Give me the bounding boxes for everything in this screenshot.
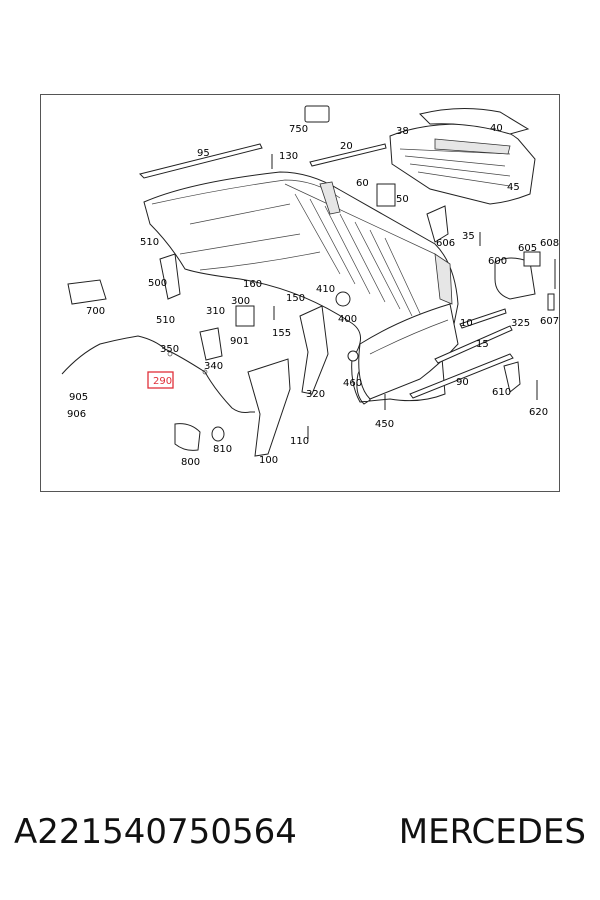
highlight-box	[147, 371, 174, 389]
part-600	[494, 257, 536, 300]
callout-90[interactable]: 90	[456, 377, 469, 388]
callout-150[interactable]: 150	[286, 293, 305, 304]
part-810	[211, 426, 225, 442]
callout-155[interactable]: 155	[272, 328, 291, 339]
brand-name: MERCEDES	[398, 812, 586, 852]
callout-606[interactable]: 606	[436, 238, 455, 249]
part-50	[376, 183, 396, 207]
callout-460[interactable]: 460	[343, 378, 362, 389]
part-606	[426, 205, 449, 243]
part-460	[347, 350, 359, 362]
bumper-shell	[143, 171, 459, 405]
callout-600[interactable]: 600	[488, 256, 507, 267]
part-800	[174, 423, 201, 451]
callout-607[interactable]: 607	[540, 316, 559, 327]
callout-450[interactable]: 450	[375, 419, 394, 430]
callout-110[interactable]: 110	[290, 436, 309, 447]
callout-905[interactable]: 905	[69, 392, 88, 403]
callout-40[interactable]: 40	[490, 123, 503, 134]
callout-95[interactable]: 95	[197, 148, 210, 159]
callout-300[interactable]: 300	[231, 296, 250, 307]
callout-700[interactable]: 700	[86, 306, 105, 317]
callout-325[interactable]: 325	[511, 318, 530, 329]
callout-350[interactable]: 350	[160, 344, 179, 355]
part-400	[335, 291, 351, 307]
parts-diagram: 95 130 750 20 38 40 45 60 50 606 35 605 …	[40, 94, 560, 492]
callout-906[interactable]: 906	[67, 409, 86, 420]
callout-410[interactable]: 410	[316, 284, 335, 295]
callout-20[interactable]: 20	[340, 141, 353, 152]
callout-35[interactable]: 35	[462, 231, 475, 242]
part-500	[159, 253, 181, 300]
callout-45[interactable]: 45	[507, 182, 520, 193]
callout-340[interactable]: 340	[204, 361, 223, 372]
callout-100[interactable]: 100	[259, 455, 278, 466]
part-100	[247, 358, 291, 457]
callout-60[interactable]: 60	[356, 178, 369, 189]
part-number: A221540750564	[14, 812, 297, 852]
diagram-frame: 95 130 750 20 38 40 45 60 50 606 35 605 …	[40, 94, 560, 492]
callout-15[interactable]: 15	[476, 339, 489, 350]
part-320	[299, 305, 329, 395]
callout-320[interactable]: 320	[306, 389, 325, 400]
callout-400[interactable]: 400	[338, 314, 357, 325]
callout-130[interactable]: 130	[279, 151, 298, 162]
callout-160[interactable]: 160	[243, 279, 262, 290]
callout-500[interactable]: 500	[148, 278, 167, 289]
trim-strip-90	[409, 353, 514, 399]
part-700	[67, 279, 107, 305]
callout-510[interactable]: 510	[140, 237, 159, 248]
callout-290-highlighted[interactable]: 290	[153, 376, 172, 387]
wiring-harness	[61, 335, 255, 413]
footer: A221540750564 MERCEDES	[0, 808, 600, 856]
callout-800[interactable]: 800	[181, 457, 200, 468]
callout-10[interactable]: 10	[460, 318, 473, 329]
callout-610[interactable]: 610	[492, 387, 511, 398]
callout-608[interactable]: 608	[540, 238, 559, 249]
trim-strip-10	[459, 308, 507, 329]
trim-strip-95	[139, 143, 263, 179]
callout-901[interactable]: 901	[230, 336, 249, 347]
callout-620[interactable]: 620	[529, 407, 548, 418]
callout-310[interactable]: 310	[206, 306, 225, 317]
part-750	[304, 105, 330, 123]
callout-50[interactable]: 50	[396, 194, 409, 205]
part-607	[547, 293, 555, 311]
callout-605[interactable]: 605	[518, 243, 537, 254]
trim-strip-15	[434, 325, 513, 364]
callout-810[interactable]: 810	[213, 444, 232, 455]
callout-510b[interactable]: 510	[156, 315, 175, 326]
trim-strip-20	[309, 143, 387, 167]
part-605	[523, 251, 541, 267]
callout-750[interactable]: 750	[289, 124, 308, 135]
fasteners	[271, 154, 556, 439]
part-300	[235, 305, 255, 327]
callout-38[interactable]: 38	[396, 126, 409, 137]
part-610	[503, 361, 521, 393]
rear-diffuser	[389, 107, 536, 205]
part-340	[199, 327, 223, 361]
